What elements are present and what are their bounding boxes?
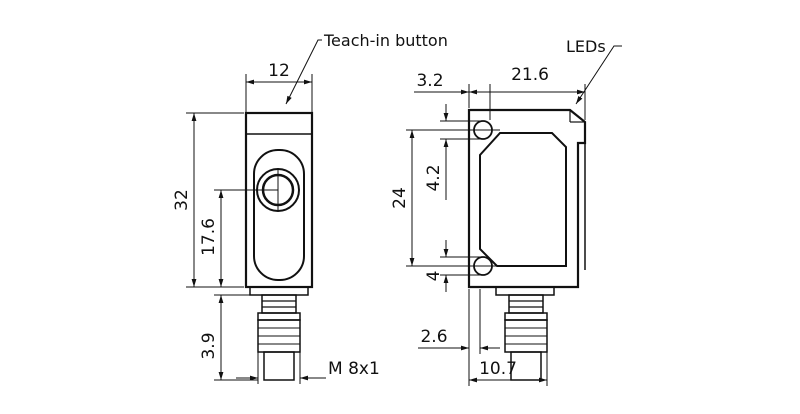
- dim-side-offset: 3.2: [416, 71, 443, 91]
- dim-front-connector: 3.9: [199, 332, 219, 359]
- teach-in-window: [253, 149, 305, 281]
- dim-side-hole-bottom: 4: [424, 271, 444, 282]
- side-lens-window: [479, 132, 567, 267]
- thread-label: M 8x1: [328, 359, 380, 379]
- dim-side-hole-top: 4.2: [424, 164, 444, 191]
- dim-side-connector-offset: 2.6: [420, 327, 447, 347]
- teach-in-label: Teach-in button: [323, 31, 448, 50]
- dim-front-height: 32: [172, 189, 192, 211]
- dim-front-width: 12: [268, 61, 290, 81]
- front-connector: [249, 286, 309, 381]
- side-connector: [495, 286, 555, 381]
- leds-label: LEDs: [566, 37, 606, 56]
- dim-side-width: 21.6: [511, 65, 549, 85]
- dim-side-hole-spacing: 24: [390, 187, 410, 209]
- front-housing: [244, 111, 314, 289]
- dim-front-button-height: 17.6: [199, 218, 219, 256]
- side-view: 3.2 21.6 LEDs 24 4.2 4 2.6 10.7: [390, 37, 622, 386]
- dim-side-connector-pos: 10.7: [479, 359, 517, 379]
- front-view: 12 Teach-in button 32 17.6 3.9 M 8x1: [172, 31, 448, 384]
- side-housing: [467, 108, 587, 289]
